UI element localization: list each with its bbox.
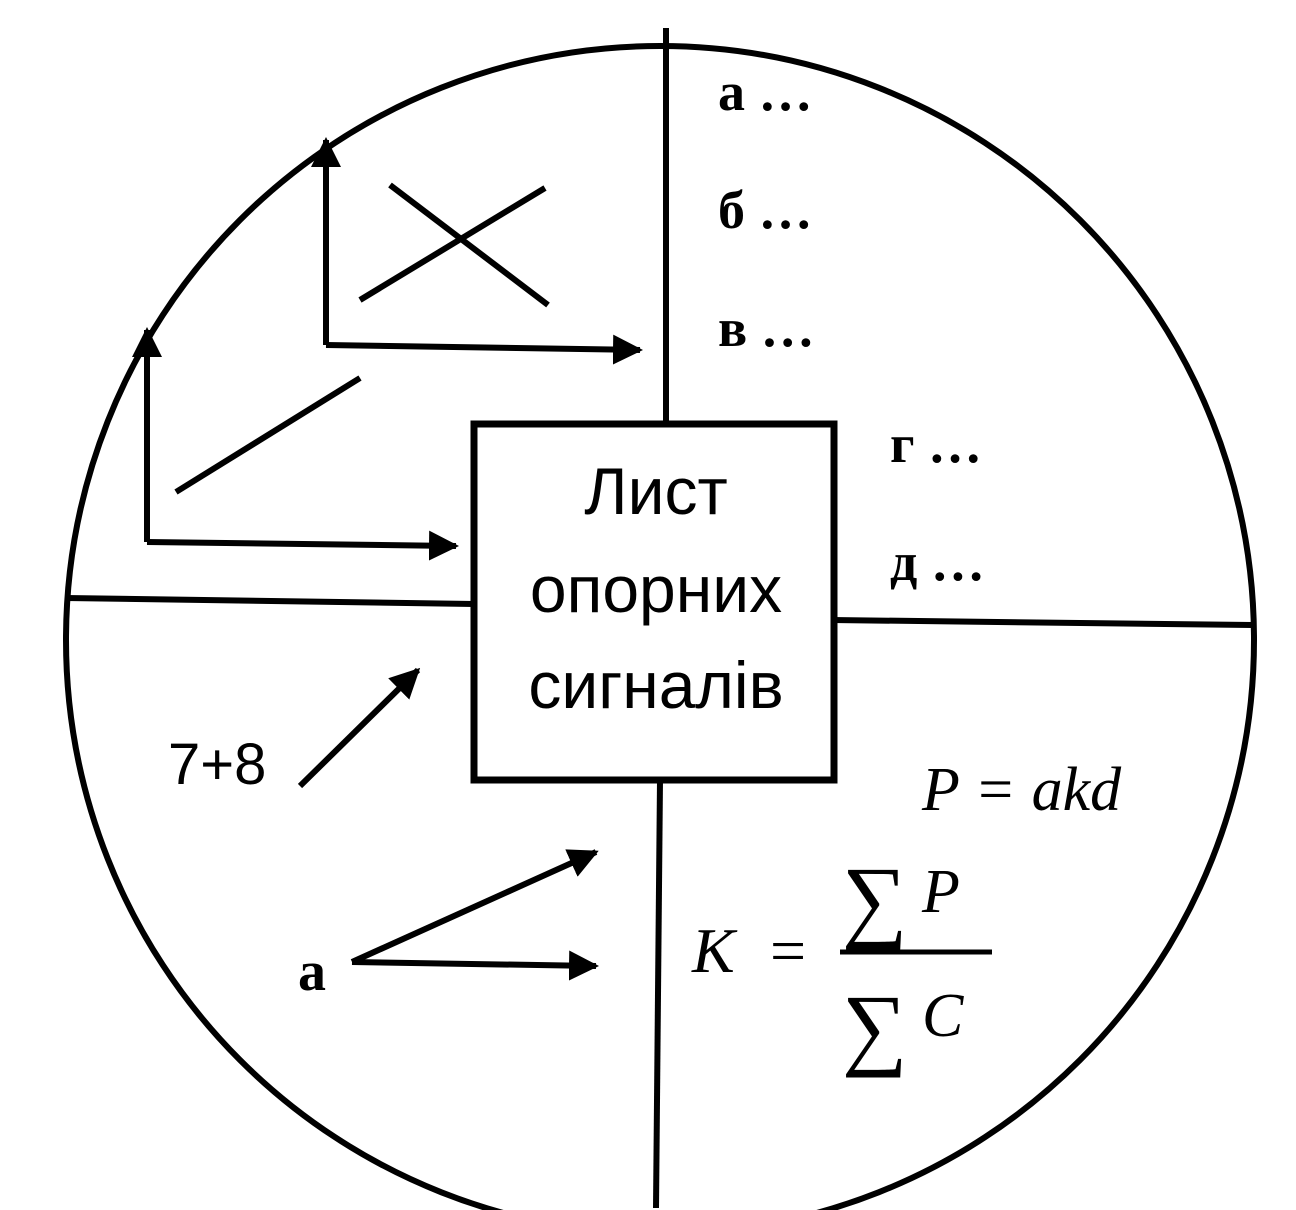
list-item: в …	[718, 298, 815, 358]
center-title-line1: Лист	[584, 454, 727, 528]
arithmetic-arrow	[297, 667, 421, 789]
graph2-x-axis	[146, 530, 459, 561]
divider-right	[831, 617, 1253, 628]
numerator-sum-sign: ∑	[842, 848, 908, 950]
letter-list: а … б … в … г … д …	[718, 62, 985, 592]
list-item: г …	[890, 414, 982, 474]
arithmetic-expression: 7+8	[168, 732, 266, 797]
graph2-line-rising	[174, 375, 362, 495]
graph1-line-falling	[388, 182, 550, 308]
graph1-line-rising	[358, 185, 547, 303]
graph1-x-axis	[325, 334, 643, 365]
k-formula: K = ∑ P ∑ C	[691, 848, 992, 1078]
k-lhs: K	[691, 915, 738, 986]
p-formula: P = akd	[921, 756, 1122, 824]
list-item: б …	[718, 180, 813, 240]
denominator-sum-sign: ∑	[842, 976, 908, 1078]
center-box	[470, 420, 838, 784]
divider-left	[65, 595, 475, 607]
graph-crossing-lines	[311, 137, 643, 365]
vector-arrows	[350, 849, 599, 981]
numerator-symbol: P	[921, 858, 960, 926]
outer-circle	[63, 43, 1257, 1210]
center-title-line2: опорних	[530, 552, 782, 626]
divider-bottom	[653, 779, 663, 1209]
vector-arrow-upper	[350, 849, 599, 965]
center-title-line3: сигналів	[528, 648, 783, 722]
k-equals: =	[770, 915, 806, 986]
vector-arrow-lower	[351, 950, 599, 981]
list-item: а …	[718, 62, 813, 122]
graph-single-line	[132, 327, 459, 561]
list-item: д …	[890, 532, 985, 592]
vector-label: а	[298, 941, 326, 1003]
denominator-symbol: C	[922, 982, 964, 1050]
